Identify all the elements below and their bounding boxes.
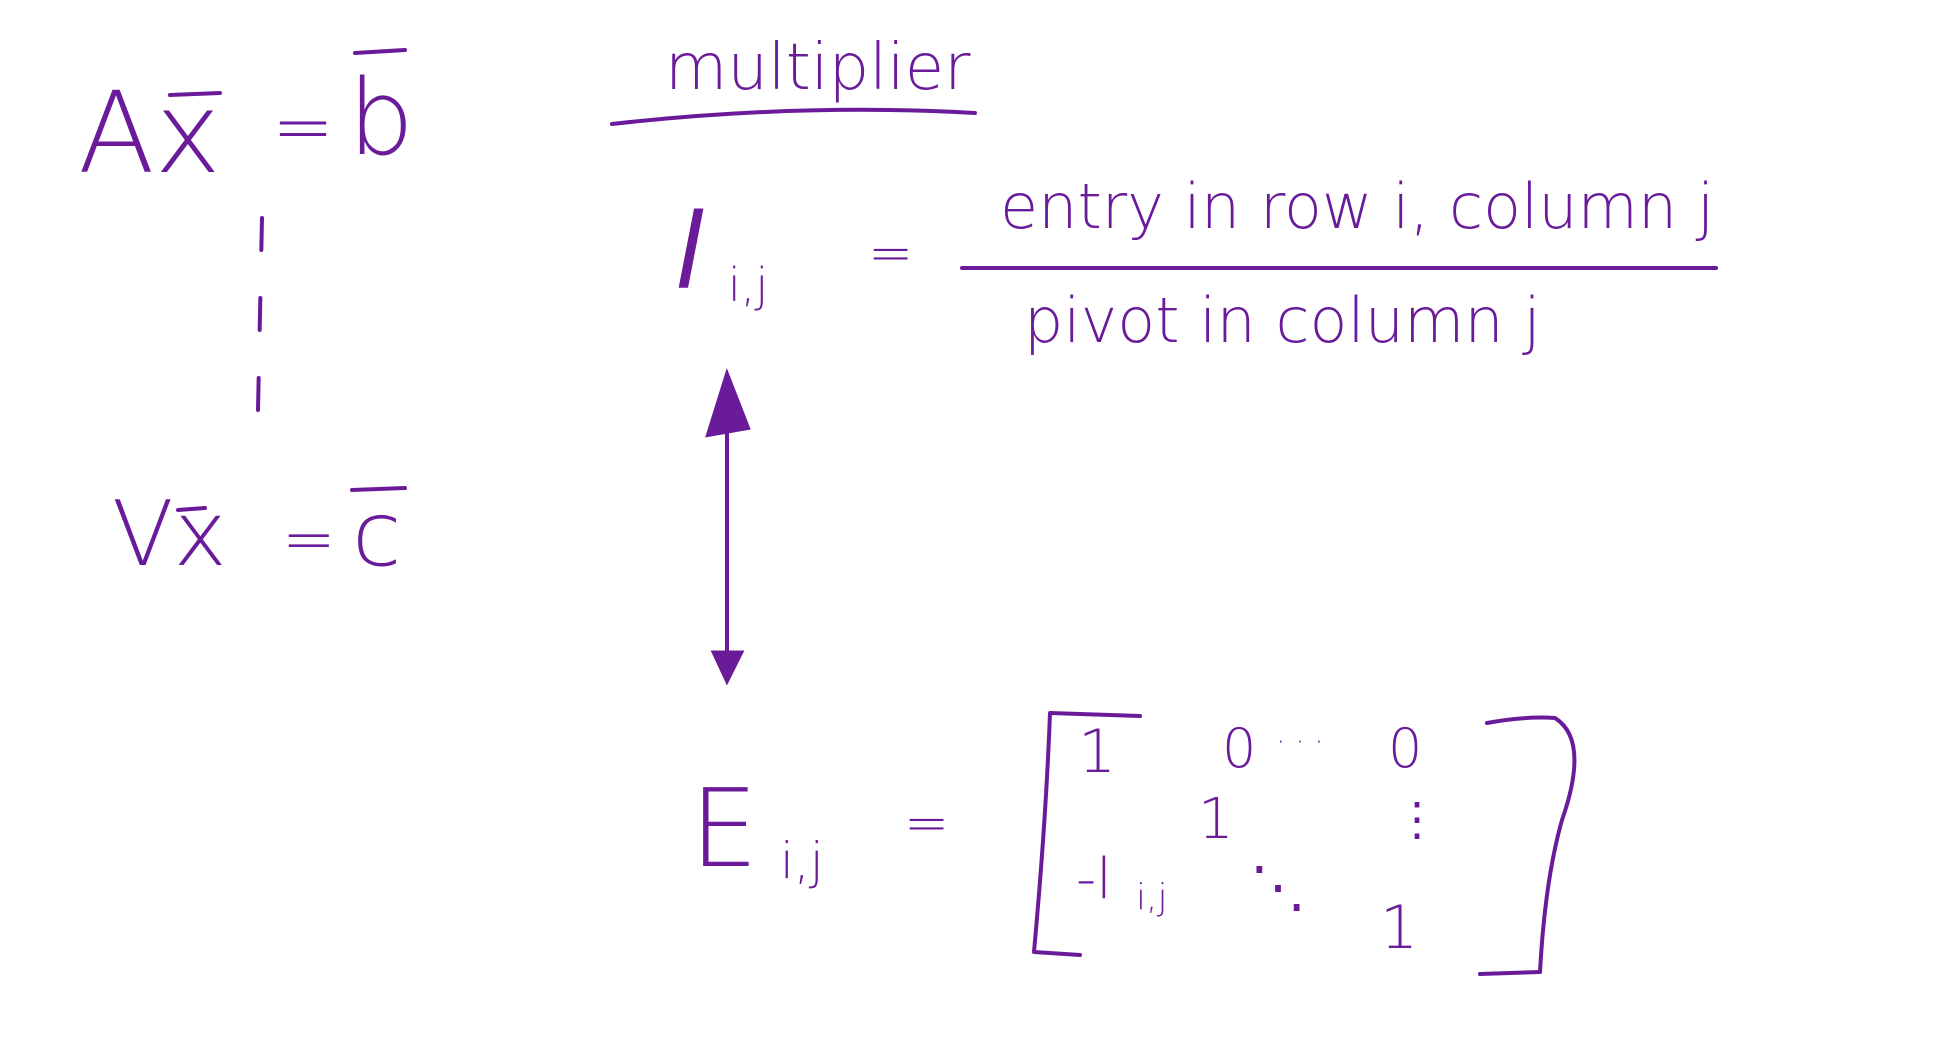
multiplier-subscript: i,j bbox=[728, 258, 769, 312]
matrix-entry-r2c2: 1 bbox=[1198, 787, 1234, 852]
matrix-row1-dots: · · · bbox=[1276, 725, 1324, 760]
matrix-entry-r1c1: 1 bbox=[1078, 717, 1117, 787]
matrix-diagonal-dots: ⋱ bbox=[1250, 855, 1306, 920]
equation-rhs-b: b bbox=[348, 57, 415, 179]
fraction-denominator: pivot in column j bbox=[1024, 284, 1541, 357]
multiplier-heading: multiplier bbox=[665, 31, 971, 105]
matrix-entry-r3c1-subscript: i,j bbox=[1136, 877, 1168, 918]
vector-bar-x-bottom bbox=[176, 506, 207, 512]
matrix-symbol-subscript: i,j bbox=[780, 832, 824, 890]
dashed-connector bbox=[256, 216, 264, 412]
arrow-head-up bbox=[705, 367, 751, 438]
vector-bar-c bbox=[350, 486, 407, 492]
equation-equals-bottom: = bbox=[282, 503, 336, 577]
arrow-head-down bbox=[710, 650, 745, 686]
matrix-equals: = bbox=[904, 791, 950, 854]
matrix-entry-r4c3: 1 bbox=[1380, 893, 1419, 963]
vector-bar-b bbox=[353, 48, 407, 55]
vector-bar-x-top bbox=[168, 91, 222, 97]
multiplier-symbol: l bbox=[675, 191, 704, 313]
equation-rhs-c: c bbox=[352, 482, 402, 587]
equation-lhs-vx: Vx bbox=[112, 482, 227, 587]
matrix-left-bracket bbox=[1032, 711, 1142, 957]
multiplier-equals: = bbox=[868, 221, 914, 284]
matrix-entry-r1c2: 0 bbox=[1222, 717, 1257, 780]
matrix-entry-r3c1: -l bbox=[1076, 847, 1112, 912]
matrix-column-vdots: ⋮ bbox=[1394, 792, 1440, 846]
heading-underline bbox=[610, 107, 977, 126]
equation-lhs-ax: Ax bbox=[78, 69, 221, 199]
fraction-numerator: entry in row i, column j bbox=[1000, 170, 1715, 243]
equation-equals-top: = bbox=[272, 84, 335, 170]
matrix-symbol-e: E bbox=[690, 767, 759, 892]
matrix-entry-r1c3: 0 bbox=[1388, 717, 1423, 780]
matrix-right-bracket bbox=[1478, 715, 1577, 976]
